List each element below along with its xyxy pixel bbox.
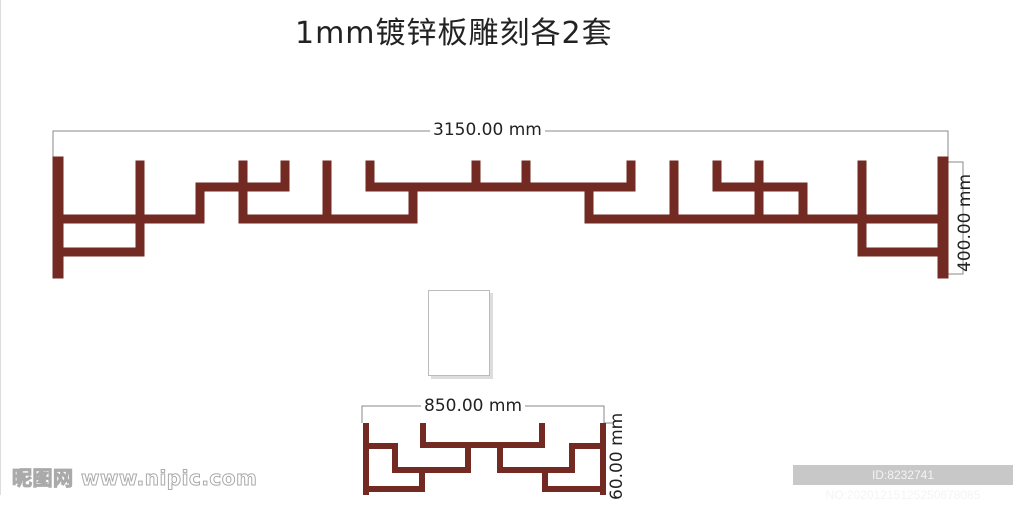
pattern-bar (53, 160, 145, 257)
pattern-bar (53, 160, 290, 224)
small-fretwork-pattern (363, 423, 606, 495)
watermark-logo: 昵图网 www.nipic.com (11, 466, 258, 491)
large-fretwork-pattern (52, 156, 949, 279)
pattern-bar (420, 423, 545, 448)
pattern-bar (363, 443, 471, 473)
page-title: 1mm镀锌板雕刻各2套 (295, 16, 613, 51)
pattern-bar (542, 467, 606, 492)
small-height-label: 60.00 mm (607, 412, 627, 500)
large-width-label: 3150.00 mm (430, 120, 545, 140)
pattern-bar (497, 443, 606, 473)
page-thumbnail (428, 290, 490, 376)
pattern-bar (408, 160, 636, 192)
pattern-bar (238, 160, 418, 224)
canvas-edge (0, 0, 1, 495)
large-height-label: 400.00 mm (955, 173, 975, 272)
image-id-label: ID:8232741 NO:20201215125250678085 (793, 465, 1013, 502)
large-height-dimension-line (948, 161, 964, 275)
pattern-bar (584, 160, 808, 224)
small-width-label: 850.00 mm (421, 396, 526, 416)
dimension-lines (52, 130, 964, 424)
pattern-bar (857, 160, 948, 257)
pattern-bar (363, 467, 425, 492)
